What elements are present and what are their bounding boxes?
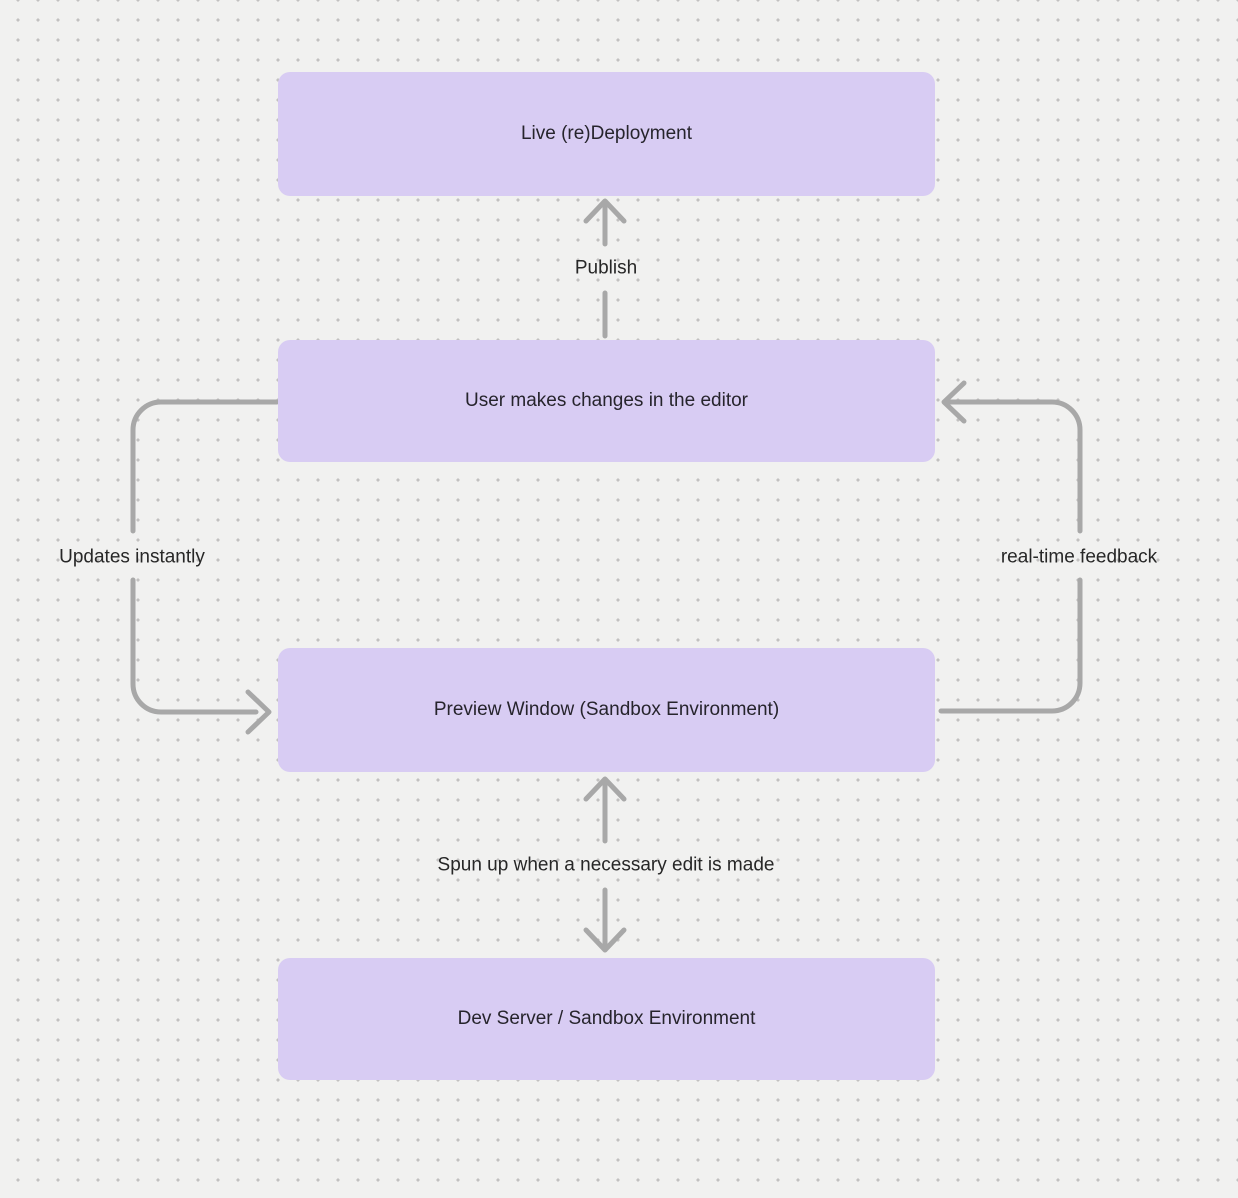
node-dev-server-label: Dev Server / Sandbox Environment [457, 1007, 756, 1029]
edge-label-real-time-feedback: real-time feedback [1000, 546, 1158, 568]
edge-label-spun-up: Spun up when a necessary edit is made [437, 854, 775, 876]
edge-label-updates-instantly: Updates instantly [59, 546, 205, 568]
arrow-updates-instantly-upper [130, 399, 280, 534]
node-dev-server: Dev Server / Sandbox Environment [278, 958, 935, 1080]
node-preview-window: Preview Window (Sandbox Environment) [278, 648, 935, 772]
node-preview-window-label: Preview Window (Sandbox Environment) [433, 698, 780, 720]
node-user-editor-label: User makes changes in the editor [464, 389, 749, 411]
node-live-redeployment-label: Live (re)Deployment [520, 122, 693, 144]
node-user-editor: User makes changes in the editor [278, 340, 935, 462]
arrow-real-time-feedback-upper [941, 380, 1083, 534]
edge-label-publish: Publish [574, 257, 638, 279]
node-live-redeployment: Live (re)Deployment [278, 72, 935, 196]
arrow-real-time-feedback-lower [938, 577, 1083, 714]
arrow-updates-instantly-lower [130, 577, 272, 735]
